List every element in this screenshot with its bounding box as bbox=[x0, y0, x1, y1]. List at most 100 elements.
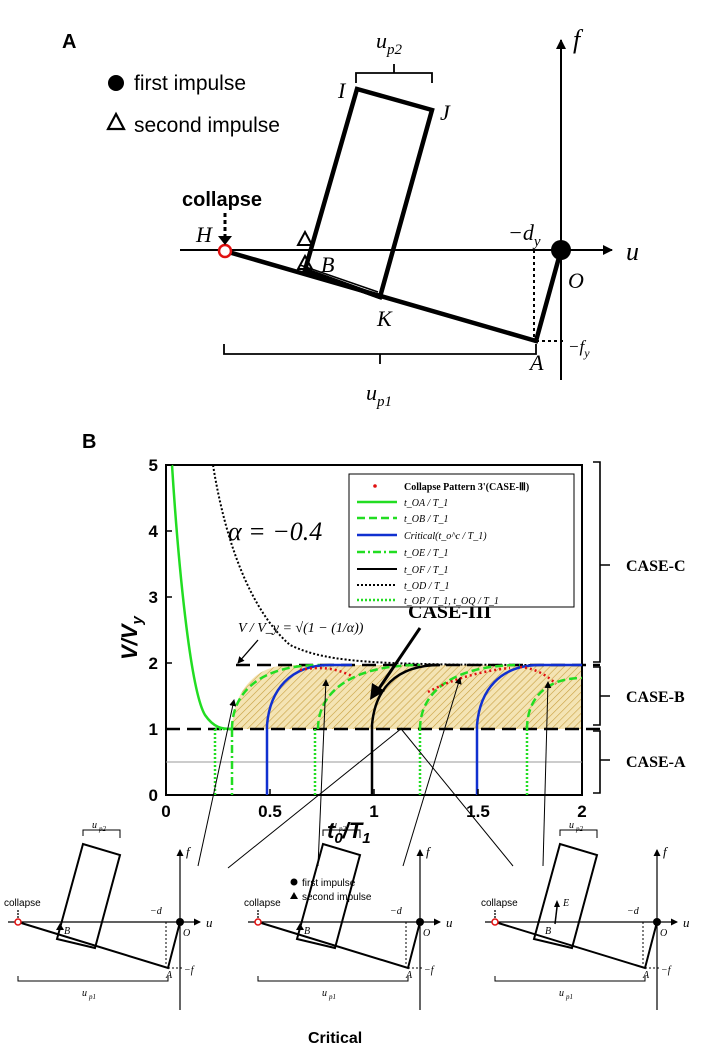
thumb-f-label: f bbox=[663, 844, 669, 859]
y-tick-label: 1 bbox=[149, 720, 158, 739]
loading-path bbox=[224, 248, 564, 344]
thumb-fy-label: −f bbox=[424, 965, 435, 976]
case-iii-hatched-region bbox=[232, 665, 582, 729]
thumb-legend-first-icon bbox=[290, 878, 298, 886]
thumb-legend-second-icon bbox=[290, 892, 298, 899]
legend-item-toa: t_OA / T_1 bbox=[404, 498, 448, 509]
thumb-legend-second: second impulse bbox=[302, 892, 372, 903]
thumb-up2-label: u bbox=[569, 820, 574, 831]
thumb-dy-label: −d bbox=[390, 906, 403, 917]
connector-4 bbox=[402, 677, 462, 867]
thumb-second-impulse-marker bbox=[554, 900, 560, 907]
y-tick-label: 3 bbox=[149, 588, 158, 607]
y-tick-label: 5 bbox=[149, 456, 158, 475]
curve-tob-2 bbox=[316, 663, 421, 730]
thumb-collapse-marker bbox=[254, 918, 262, 926]
thumb-b-label: B bbox=[64, 926, 70, 937]
thumb-loading-path bbox=[257, 921, 421, 970]
thumb-f-label: f bbox=[186, 844, 192, 859]
thumb-second-impulse-marker bbox=[296, 923, 304, 930]
thumb-u-label: u bbox=[446, 915, 453, 930]
curve-tof bbox=[370, 663, 441, 795]
y-tick-label: 2 bbox=[149, 654, 158, 673]
legend-item-tod: t_OD / T_1 bbox=[404, 581, 450, 592]
curve-tob-3 bbox=[418, 663, 521, 730]
legend-item-toe: t_OE / T_1 bbox=[404, 548, 448, 559]
case-iii-pointer bbox=[376, 627, 422, 691]
thumb-up1-label: u bbox=[559, 988, 564, 999]
legend-item-top: t_OP / T_1, t_OQ / T_1 bbox=[404, 596, 499, 607]
thumb-origin-marker bbox=[416, 918, 424, 926]
thumb-parallelogram bbox=[295, 842, 362, 950]
fy-label: −fy bbox=[568, 337, 590, 360]
collapse-label: collapse bbox=[182, 189, 262, 211]
y-axis-title: V/Vy bbox=[117, 616, 146, 660]
legend-item-tob: t_OB / T_1 bbox=[404, 514, 448, 525]
thumb-a-label: A bbox=[405, 970, 413, 981]
point-j-label: J bbox=[440, 100, 451, 125]
up2-label: up2 bbox=[376, 28, 403, 58]
thumb-parallelogram bbox=[55, 842, 122, 950]
thumb-second-impulse-marker bbox=[56, 923, 64, 930]
thumb-dy-label: −d bbox=[150, 906, 163, 917]
thumb-origin-marker bbox=[653, 918, 661, 926]
case-c-label: CASE-C bbox=[626, 558, 686, 575]
case-b-label: CASE-B bbox=[626, 689, 685, 706]
thumb-parallelogram bbox=[532, 842, 599, 950]
second-impulse-marker-lower bbox=[296, 253, 314, 270]
point-o-label: O bbox=[568, 268, 584, 293]
thumb-collapse-marker bbox=[14, 918, 22, 926]
thumb-up1-label: u bbox=[322, 988, 327, 999]
thumb-e-label: E bbox=[562, 898, 569, 909]
thumb-up1-sub: p1 bbox=[565, 993, 573, 1001]
connector-5 bbox=[401, 729, 514, 867]
point-k-label: K bbox=[376, 306, 393, 331]
thumbnail-2 bbox=[248, 829, 441, 1010]
u-axis-label: u bbox=[626, 237, 639, 266]
x-tick-label: 1.5 bbox=[466, 802, 490, 821]
thumb-up2-bracket bbox=[322, 829, 361, 838]
panel-b-label: B bbox=[82, 431, 96, 453]
curve-tod bbox=[212, 464, 583, 666]
point-b-label: B bbox=[321, 252, 334, 277]
legend-red-dot-icon bbox=[373, 484, 377, 488]
thumb-origin-marker bbox=[176, 918, 184, 926]
curve-collapse-3 bbox=[519, 665, 557, 685]
formula-label: V / V_y = √(1 − (1/α)) bbox=[238, 621, 364, 636]
collapse-arrow-head-icon bbox=[218, 236, 232, 245]
connector-6 bbox=[542, 681, 552, 867]
thumbnail-3 bbox=[485, 829, 678, 1010]
thumb-u-label: u bbox=[206, 915, 213, 930]
thumb-collapse-label: collapse bbox=[481, 898, 518, 909]
panel-a: A first impulse second impulse f u colla… bbox=[62, 25, 639, 410]
thumb-up1-bracket bbox=[17, 976, 169, 982]
thumb-up1-label: u bbox=[82, 988, 87, 999]
thumb-b-label: B bbox=[545, 926, 551, 937]
legend-item-critical: Critical(t_o^c / T_1) bbox=[404, 531, 487, 542]
thumb-up2-bracket bbox=[82, 829, 121, 838]
thumb-a-label: A bbox=[165, 970, 173, 981]
dy-label: −dy bbox=[508, 220, 541, 250]
thumb-up1-sub: p1 bbox=[328, 993, 336, 1001]
thumb-loading-path bbox=[17, 921, 181, 970]
legend-item-collapse-pattern: Collapse Pattern 3'(CASE-Ⅲ) bbox=[404, 482, 529, 493]
thumbnail-1 bbox=[8, 829, 201, 1010]
f-axis-label: f bbox=[573, 25, 584, 54]
alpha-label: α = −0.4 bbox=[228, 517, 322, 546]
thumbnail-connectors bbox=[197, 677, 552, 869]
thumb-up2-label: u bbox=[92, 820, 97, 831]
thumb-collapse-marker bbox=[491, 918, 499, 926]
curve-tob-1 bbox=[230, 663, 321, 730]
y-tick-label: 4 bbox=[149, 522, 159, 541]
chart-legend: Collapse Pattern 3'(CASE-Ⅲ) t_OA / T_1 t… bbox=[348, 473, 575, 608]
thumb-loading-path bbox=[494, 921, 658, 970]
connector-2 bbox=[227, 727, 403, 869]
thumb-up1-bracket bbox=[494, 976, 646, 982]
case-iii-pointer-head-icon bbox=[370, 683, 385, 700]
thumb-o-label: O bbox=[660, 928, 667, 939]
thumb-o-label: O bbox=[183, 928, 190, 939]
case-a-bracket bbox=[593, 730, 610, 794]
thumb-up2-sub: p2 bbox=[98, 825, 107, 833]
second-impulse-marker-upper bbox=[296, 229, 314, 246]
